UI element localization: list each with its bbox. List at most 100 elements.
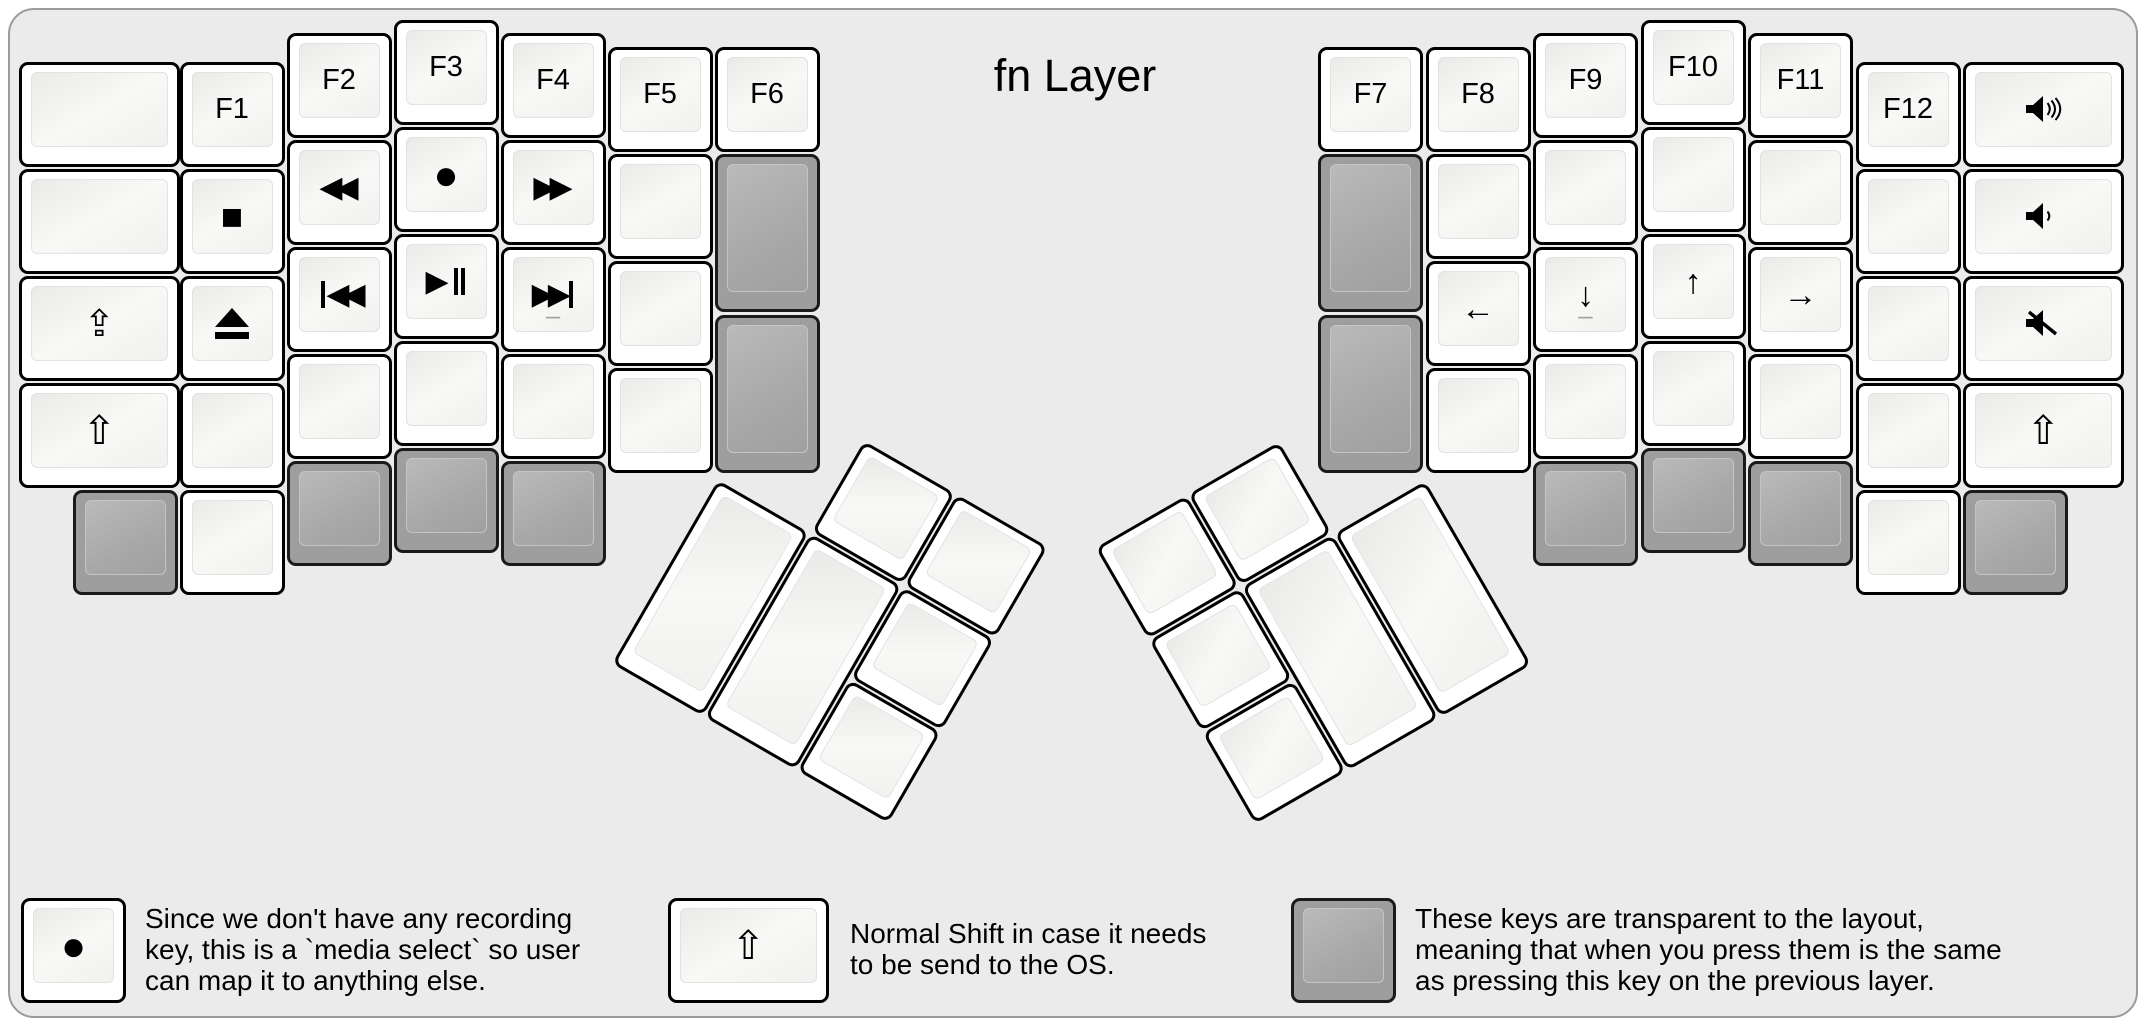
legend-caption-line: as pressing this key on the previous lay…: [1415, 965, 1935, 996]
keycap-face: [1975, 72, 2112, 147]
key-label: F4: [536, 64, 570, 96]
key-blank[interactable]: [1425, 368, 1531, 473]
key-blank[interactable]: [1748, 354, 1853, 459]
key-f9[interactable]: F9: [1533, 33, 1638, 138]
secondary-legend-dash: –: [545, 300, 561, 330]
key-blank[interactable]: [607, 368, 713, 473]
key-fast-forward[interactable]: ▶▶: [500, 140, 606, 245]
keycap-face: [1303, 908, 1384, 983]
keycap-face: [1545, 471, 1626, 546]
play-pause-icon: ▶: [425, 266, 466, 297]
key-blank[interactable]: [1855, 490, 1961, 595]
keycap-face: F10: [1652, 30, 1734, 105]
key-blank[interactable]: [500, 354, 606, 459]
key-f1[interactable]: F1: [179, 62, 285, 167]
key-blank[interactable]: [179, 490, 285, 595]
keycap-face: [1867, 500, 1949, 575]
key-record[interactable]: ●: [393, 127, 499, 232]
key-volume-down[interactable]: [1963, 169, 2124, 274]
record-dot-icon: ●: [60, 921, 87, 969]
key-rewind[interactable]: ◀◀: [286, 140, 392, 245]
key-f4[interactable]: F4: [500, 33, 606, 138]
key-transparent[interactable]: [714, 154, 820, 312]
key-blank[interactable]: [607, 154, 713, 259]
key-transparent[interactable]: [1963, 490, 2068, 595]
key-shift[interactable]: ⇧: [1963, 383, 2124, 488]
key-f10[interactable]: F10: [1640, 20, 1746, 125]
key-blank[interactable]: [1425, 154, 1531, 259]
legend-sample-key: ⇧: [668, 898, 829, 1003]
next-track-icon: ▶▶: [532, 279, 575, 310]
key-blank[interactable]: [1855, 169, 1961, 274]
key-blank[interactable]: [1748, 140, 1853, 245]
key-transparent[interactable]: [1533, 461, 1638, 566]
key-transparent[interactable]: [1318, 154, 1423, 312]
key-f11[interactable]: F11: [1748, 33, 1853, 138]
key-f8[interactable]: F8: [1425, 47, 1531, 152]
key-blank[interactable]: [393, 341, 499, 446]
key-volume-up[interactable]: [1963, 62, 2124, 167]
keycap-face: [298, 364, 380, 439]
key-blank[interactable]: [1855, 383, 1961, 488]
key-f5[interactable]: F5: [607, 47, 713, 152]
keycap-face: [298, 471, 380, 546]
key-label: F3: [429, 51, 463, 83]
keycap-face: ◀◀: [298, 150, 380, 225]
keycap-face: [1975, 500, 2056, 575]
key-f3[interactable]: F3: [393, 20, 499, 125]
key-stop[interactable]: ■: [179, 169, 285, 274]
key-arrow-down[interactable]: ↓–: [1533, 247, 1638, 352]
keycap-face: [1652, 458, 1734, 533]
key-f7[interactable]: F7: [1318, 47, 1423, 152]
key-shift[interactable]: ⇧: [19, 383, 180, 488]
key-blank[interactable]: [19, 62, 180, 167]
key-blank[interactable]: [286, 354, 392, 459]
keycap-face: [1545, 150, 1626, 225]
key-arrow-right[interactable]: →: [1748, 247, 1853, 352]
key-arrow-up[interactable]: ↑: [1640, 234, 1746, 339]
key-transparent[interactable]: [286, 461, 392, 566]
keycap-face: [191, 500, 273, 575]
keycap-face: ●: [33, 908, 114, 983]
key-blank[interactable]: [19, 169, 180, 274]
shift-icon: ⇧: [82, 408, 116, 453]
legend-caption-line: meaning that when you press them is the …: [1415, 934, 2002, 965]
keycap-face: [1545, 364, 1626, 439]
key-f12[interactable]: F12: [1855, 62, 1961, 167]
key-mute[interactable]: [1963, 276, 2124, 381]
key-label: F8: [1461, 78, 1495, 110]
key-transparent[interactable]: [1748, 461, 1853, 566]
keycap-face: F11: [1760, 43, 1841, 118]
key-eject[interactable]: [179, 276, 285, 381]
previous-track-icon: ◀◀: [319, 279, 366, 310]
keycap-face: F9: [1545, 43, 1626, 118]
keycap-face: ▶: [405, 244, 487, 319]
keycap-face: ■: [191, 179, 273, 254]
key-blank[interactable]: [179, 383, 285, 488]
key-blank[interactable]: [1640, 341, 1746, 446]
key-blank[interactable]: [1855, 276, 1961, 381]
key-blank[interactable]: [1533, 354, 1638, 459]
key-blank[interactable]: [607, 261, 713, 366]
key-transparent[interactable]: [500, 461, 606, 566]
keycap-face: ↓–: [1545, 257, 1626, 332]
key-transparent[interactable]: [1640, 448, 1746, 553]
key-f6[interactable]: F6: [714, 47, 820, 152]
keycap-face: F4: [512, 43, 594, 118]
key-transparent[interactable]: [72, 490, 178, 595]
legend-sample-key: ●: [21, 898, 126, 1003]
key-arrow-left[interactable]: ←: [1425, 261, 1531, 366]
key-transparent[interactable]: [1318, 314, 1423, 473]
shift-icon: ⇧: [2026, 408, 2060, 453]
key-transparent[interactable]: [393, 448, 499, 553]
key-play-pause[interactable]: ▶: [393, 234, 499, 339]
key-transparent[interactable]: [714, 314, 820, 473]
secondary-legend-dash: –: [1578, 300, 1593, 330]
key-caps-lock[interactable]: ⇪: [19, 276, 180, 381]
key-blank[interactable]: [1640, 127, 1746, 232]
key-previous-track[interactable]: ◀◀: [286, 247, 392, 352]
key-blank[interactable]: [1533, 140, 1638, 245]
key-next-track[interactable]: ▶▶–: [500, 247, 606, 352]
key-f2[interactable]: F2: [286, 33, 392, 138]
legend-caption-line: Normal Shift in case it needs: [850, 918, 1207, 949]
